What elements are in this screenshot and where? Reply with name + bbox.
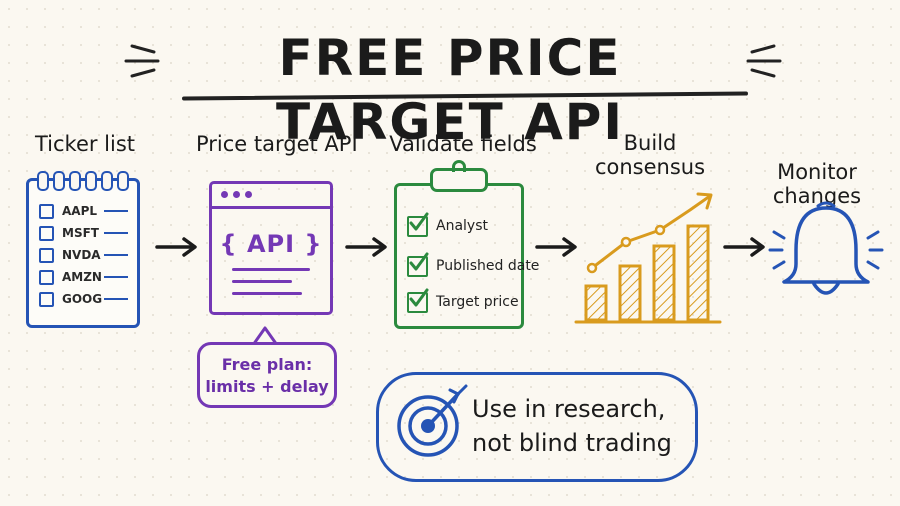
ticker-dash: [104, 298, 128, 300]
ticker-dash: [104, 254, 128, 256]
checkmark-icon: [407, 212, 429, 237]
ticker-row: MSFT: [39, 223, 139, 243]
page-title: FREE PRICE TARGET API: [275, 29, 625, 151]
ticker-row: NVDA: [39, 245, 139, 265]
notebook-ring: [85, 171, 97, 191]
step-label-line: Build: [623, 131, 677, 155]
ticker-row: AMZN: [39, 267, 139, 287]
content-line: [232, 268, 310, 271]
title-left-sparkle-icon: [124, 44, 160, 78]
clipboard-icon: Analyst Published date Target price: [394, 183, 539, 329]
ticker-row: AAPL: [39, 201, 139, 221]
step-label-validate-fields: Validate fields: [389, 132, 537, 156]
checkbox-icon: [39, 269, 54, 285]
chart-bar: [584, 284, 608, 322]
ticker-symbol: GOOG: [62, 292, 103, 306]
title-right-sparkle-icon: [746, 44, 782, 78]
free-plan-note-line: Free plan:: [221, 355, 313, 374]
step-label-ticker-list: Ticker list: [34, 132, 136, 156]
bell-icon: [768, 201, 884, 295]
browser-window-icon: { API }: [209, 181, 333, 315]
field-label: Published date: [436, 258, 540, 274]
content-line: [232, 280, 292, 283]
checkmark-icon: [407, 252, 429, 277]
step-label-build-consensus: Build consensus: [590, 131, 710, 179]
step-label-line: changes: [772, 184, 862, 208]
chart-bar: [686, 224, 710, 322]
ticker-row: GOOG: [39, 289, 139, 309]
window-dot: [245, 191, 252, 198]
research-callout: [376, 372, 698, 482]
ticker-symbol: NVDA: [62, 248, 101, 262]
callout-line: Use in research,: [472, 395, 666, 423]
step-label-monitor-changes: Monitor changes: [762, 160, 872, 208]
step-label-line: consensus: [594, 155, 706, 179]
chart-bar: [652, 244, 676, 322]
ticker-dash: [104, 232, 128, 234]
target-icon: [397, 384, 468, 457]
clipboard-clip-top: [452, 160, 466, 172]
arrow-icon: [345, 237, 387, 257]
notebook-icon: AAPL MSFT NVDA AMZN GOOG: [26, 171, 140, 328]
bubble-pointer: [251, 326, 279, 346]
bar-chart-icon: [574, 192, 722, 324]
checkbox-icon: [39, 203, 54, 219]
trend-arrowhead: [696, 192, 713, 210]
field-row: Published date: [407, 252, 540, 278]
field-label: Analyst: [436, 218, 488, 234]
arrow-icon: [535, 237, 577, 257]
checkbox-icon: [39, 225, 54, 241]
field-row: Analyst: [407, 212, 488, 238]
window-dot: [233, 191, 240, 198]
checkbox-icon: [39, 291, 54, 307]
step-label-line: Monitor: [777, 160, 857, 184]
ticker-symbol: MSFT: [62, 226, 99, 240]
clipboard-clip: [430, 168, 488, 192]
field-row: Target price: [407, 288, 519, 314]
ticker-symbol: AAPL: [62, 204, 98, 218]
callout-text: Use in research, not blind trading: [472, 392, 692, 460]
step-label-price-target-api: Price target API: [196, 132, 358, 156]
trend-point: [620, 236, 632, 248]
ticker-symbol: AMZN: [62, 270, 102, 284]
checkmark-icon: [407, 288, 429, 313]
window-dot: [221, 191, 228, 198]
browser-title-bar: [212, 184, 330, 209]
content-line: [232, 292, 302, 295]
notebook-ring: [117, 171, 129, 191]
notebook-ring: [69, 171, 81, 191]
arrow-icon: [155, 237, 197, 257]
api-code-label: { API }: [219, 230, 323, 258]
notebook-ring: [101, 171, 113, 191]
checkbox-icon: [39, 247, 54, 263]
trend-point: [654, 224, 666, 236]
ticker-dash: [104, 210, 128, 212]
free-plan-note: Free plan: limits + delay: [197, 342, 337, 408]
ticker-dash: [104, 276, 128, 278]
free-plan-note-line: limits + delay: [205, 377, 329, 396]
chart-bar: [618, 264, 642, 322]
notebook-ring: [53, 171, 65, 191]
arrow-icon: [723, 237, 765, 257]
callout-line: not blind trading: [472, 429, 672, 457]
notebook-ring: [37, 171, 49, 191]
trend-point: [586, 262, 598, 274]
field-label: Target price: [436, 294, 519, 310]
